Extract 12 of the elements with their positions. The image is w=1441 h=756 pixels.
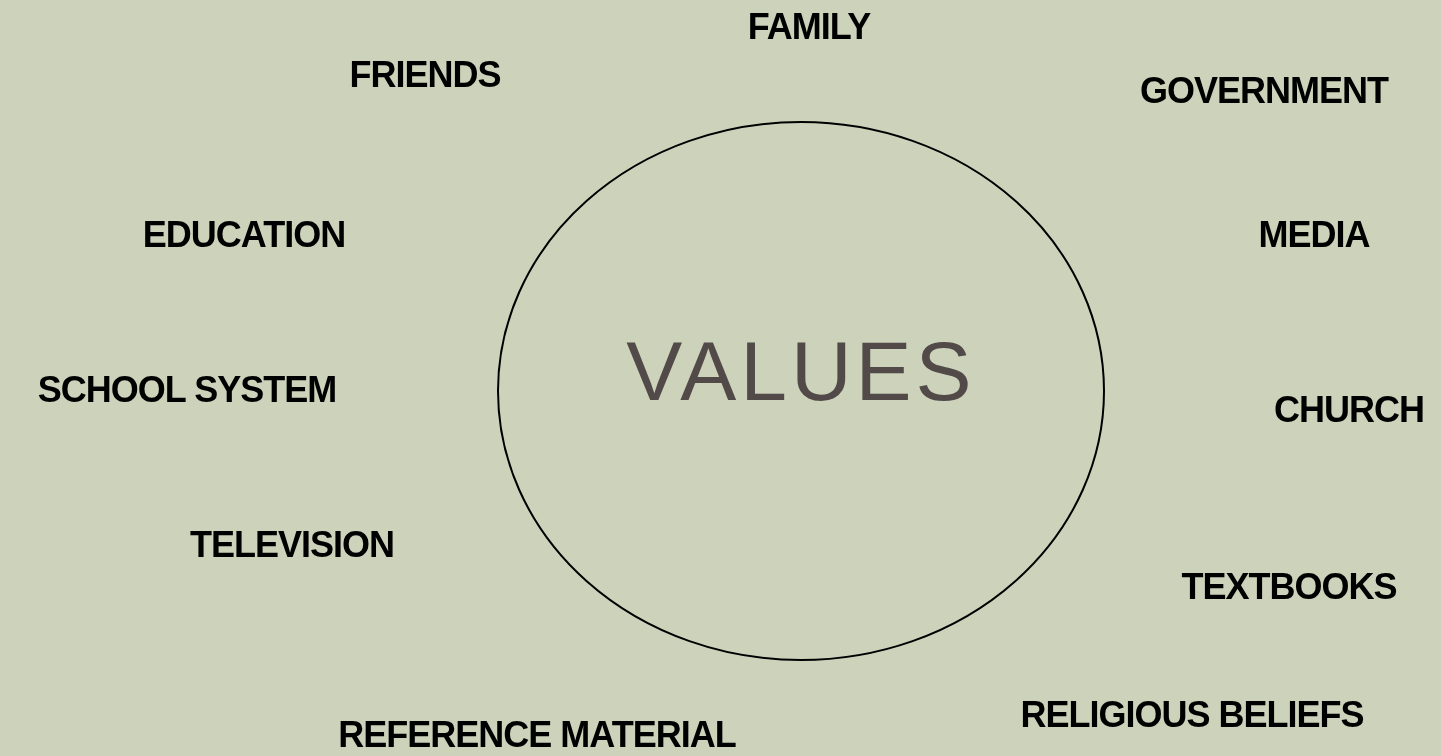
influence-label: FRIENDS [349, 54, 501, 96]
influence-label: EDUCATION [142, 214, 346, 256]
influence-label: MEDIA [1258, 214, 1370, 256]
influence-label: GOVERNMENT [1140, 70, 1388, 112]
influence-label: RELIGIOUS BELIEFS [1020, 694, 1364, 736]
center-title: VALUES [626, 322, 976, 420]
influence-label: SCHOOL SYSTEM [37, 369, 337, 411]
influence-label: CHURCH [1274, 389, 1424, 431]
influence-label: TEXTBOOKS [1181, 566, 1397, 608]
influence-label: REFERENCE MATERIAL [338, 714, 736, 756]
influence-label: FAMILY [747, 6, 871, 48]
influence-label: TELEVISION [190, 524, 394, 566]
